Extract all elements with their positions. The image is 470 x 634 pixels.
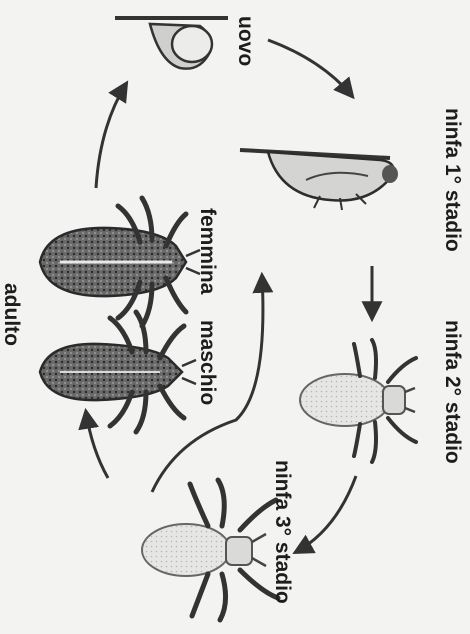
label-egg: uovo xyxy=(235,16,256,66)
egg-illustration xyxy=(115,18,228,69)
nymph-3-illustration xyxy=(142,480,278,620)
label-male: maschio xyxy=(197,320,218,405)
label-female: femmina xyxy=(197,208,218,294)
arrow-egg-to-nymph1 xyxy=(268,40,352,96)
label-nymph-3: ninfa 3° stadio xyxy=(272,460,293,604)
female-louse-illustration xyxy=(40,198,200,326)
label-nymph-1: ninfa 1° stadio xyxy=(442,108,463,252)
nymph-2-illustration xyxy=(300,340,416,462)
nymph-1-illustration xyxy=(240,150,398,210)
arrow-adult-to-egg xyxy=(96,84,126,188)
arrow-nymph2-to-nymph3 xyxy=(296,476,356,552)
arrow-nymph3-to-male xyxy=(86,412,108,478)
label-nymph-2: ninfa 2° stadio xyxy=(442,320,463,464)
label-adult: adulto xyxy=(1,283,22,346)
male-louse-illustration xyxy=(40,312,196,432)
